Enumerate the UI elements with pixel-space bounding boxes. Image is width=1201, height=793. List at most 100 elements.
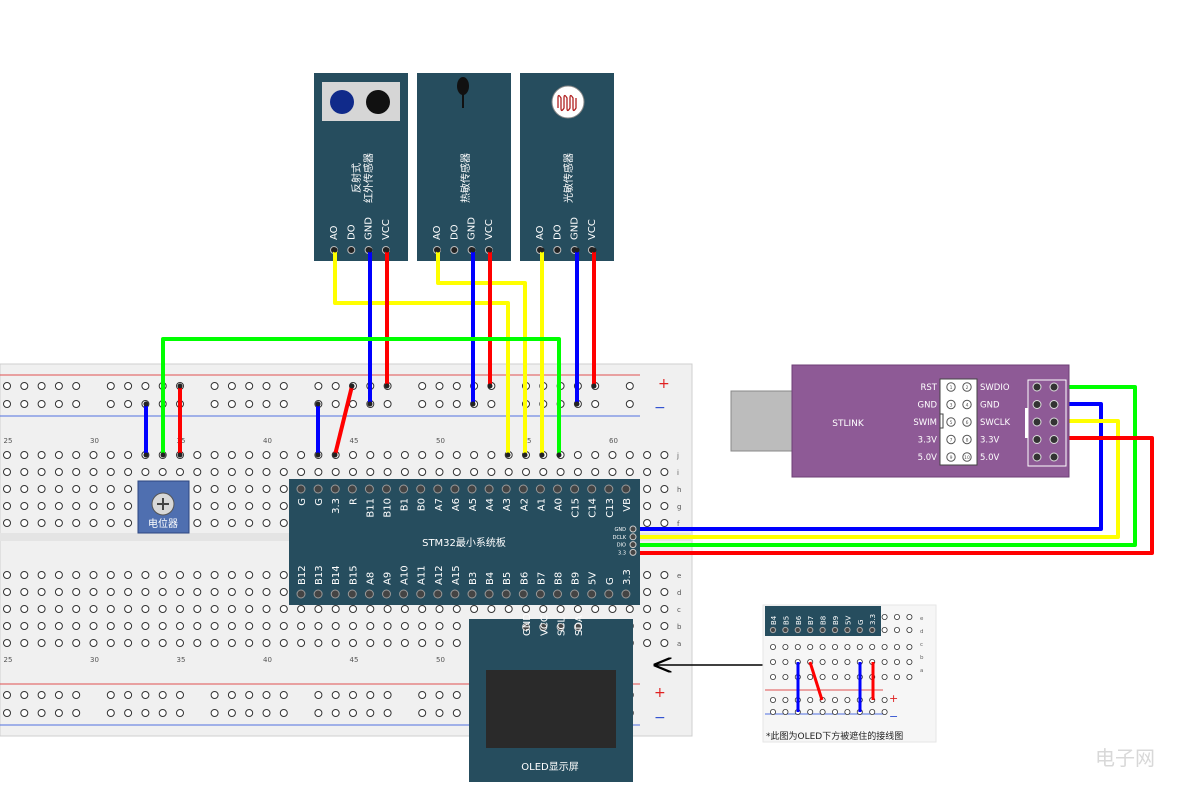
stlink-right-label: 3.3V — [980, 436, 1000, 446]
stm32-pin-label: G — [605, 577, 616, 585]
column-number: 50 — [436, 437, 445, 445]
wire-end — [487, 247, 493, 253]
stlink-connector-pin — [1049, 435, 1059, 444]
stm32-pin-label: A4 — [485, 498, 496, 511]
hole — [37, 485, 46, 493]
sensor-name: 热敏传感器 — [459, 153, 472, 203]
hole — [435, 451, 444, 459]
inset-hole — [782, 709, 789, 716]
hole — [383, 451, 392, 459]
hole — [72, 485, 81, 493]
hole — [193, 468, 202, 476]
hole — [210, 485, 219, 493]
hole — [106, 571, 115, 579]
inset-hole — [832, 674, 839, 681]
hole — [504, 468, 513, 476]
hole — [89, 485, 98, 493]
inset-rail-minus: − — [889, 710, 898, 723]
hole — [279, 519, 288, 527]
stm32-pin-label: A10 — [400, 565, 411, 585]
stm32-pin-label: A0 — [554, 498, 565, 511]
row-letter: d — [677, 589, 681, 597]
inset-pin — [769, 626, 777, 634]
hole — [89, 519, 98, 527]
hole — [262, 709, 271, 717]
hole — [3, 451, 11, 459]
hole — [37, 502, 46, 510]
hole — [539, 605, 548, 613]
hole — [37, 519, 46, 527]
wire-swd-clk — [640, 419, 1120, 539]
hole — [3, 605, 11, 613]
hole — [158, 588, 167, 596]
hole — [643, 519, 652, 527]
inset-hole — [894, 644, 901, 651]
hole — [349, 709, 357, 717]
hole — [279, 571, 288, 579]
inset-hole — [894, 614, 901, 621]
stm32-pin — [604, 484, 614, 494]
hole — [89, 451, 98, 459]
oled-pin-label: SCL — [557, 617, 568, 636]
hole — [124, 502, 133, 510]
hole — [245, 588, 254, 596]
hole — [37, 400, 46, 408]
hole — [314, 605, 323, 613]
inset-pin — [831, 626, 839, 634]
hole — [141, 605, 150, 613]
stm32-pin — [450, 484, 460, 494]
hole — [72, 709, 81, 717]
stm32-pin — [330, 484, 340, 494]
hole — [262, 519, 271, 527]
stm32-pin — [382, 589, 391, 599]
hole — [227, 588, 236, 596]
stm32-pin — [330, 589, 340, 599]
stlink-header-pin — [962, 417, 972, 427]
stm32-pin — [296, 484, 306, 494]
stlink-pin-number: 6 — [966, 420, 969, 426]
hole — [331, 691, 340, 699]
stm32-pin — [587, 589, 597, 599]
hole — [210, 709, 219, 717]
stlink-header-pin — [946, 452, 956, 462]
hole — [279, 502, 288, 510]
hole — [176, 605, 184, 613]
hole — [37, 691, 46, 699]
hole — [366, 691, 375, 699]
hole — [227, 571, 236, 579]
photoresistor-icon — [551, 85, 585, 119]
hole — [245, 400, 254, 408]
hole — [124, 622, 133, 630]
stm32-pin — [347, 484, 357, 494]
inset-hole — [832, 659, 839, 666]
hole — [210, 382, 219, 390]
inset-pin — [856, 626, 863, 634]
hole — [400, 622, 409, 630]
thermistor-icon — [457, 77, 469, 95]
stm32-pin-label: A8 — [365, 572, 376, 585]
hole — [193, 519, 202, 527]
stm32-pin-label: B10 — [383, 498, 394, 518]
stm32-pin-label: A1 — [536, 498, 547, 511]
inset-hole — [881, 697, 888, 704]
stlink-connector-pin — [1049, 382, 1059, 392]
stm32-pin — [553, 484, 562, 494]
inset-hole — [782, 644, 789, 651]
wire-end — [332, 247, 338, 253]
inset-hole — [894, 627, 901, 634]
wire-end — [591, 383, 597, 389]
column-number: 30 — [90, 437, 99, 445]
stm32-swd-pin — [629, 541, 637, 549]
hole — [193, 622, 202, 630]
row-letter: b — [677, 623, 682, 631]
sensor-pin — [347, 246, 356, 254]
hole — [176, 468, 184, 476]
inset-hole — [807, 709, 814, 716]
stm32-pin — [604, 589, 614, 599]
hole — [643, 588, 652, 596]
hole — [245, 709, 254, 717]
hole — [383, 622, 392, 630]
hole — [193, 485, 202, 493]
wire-end — [470, 247, 476, 253]
